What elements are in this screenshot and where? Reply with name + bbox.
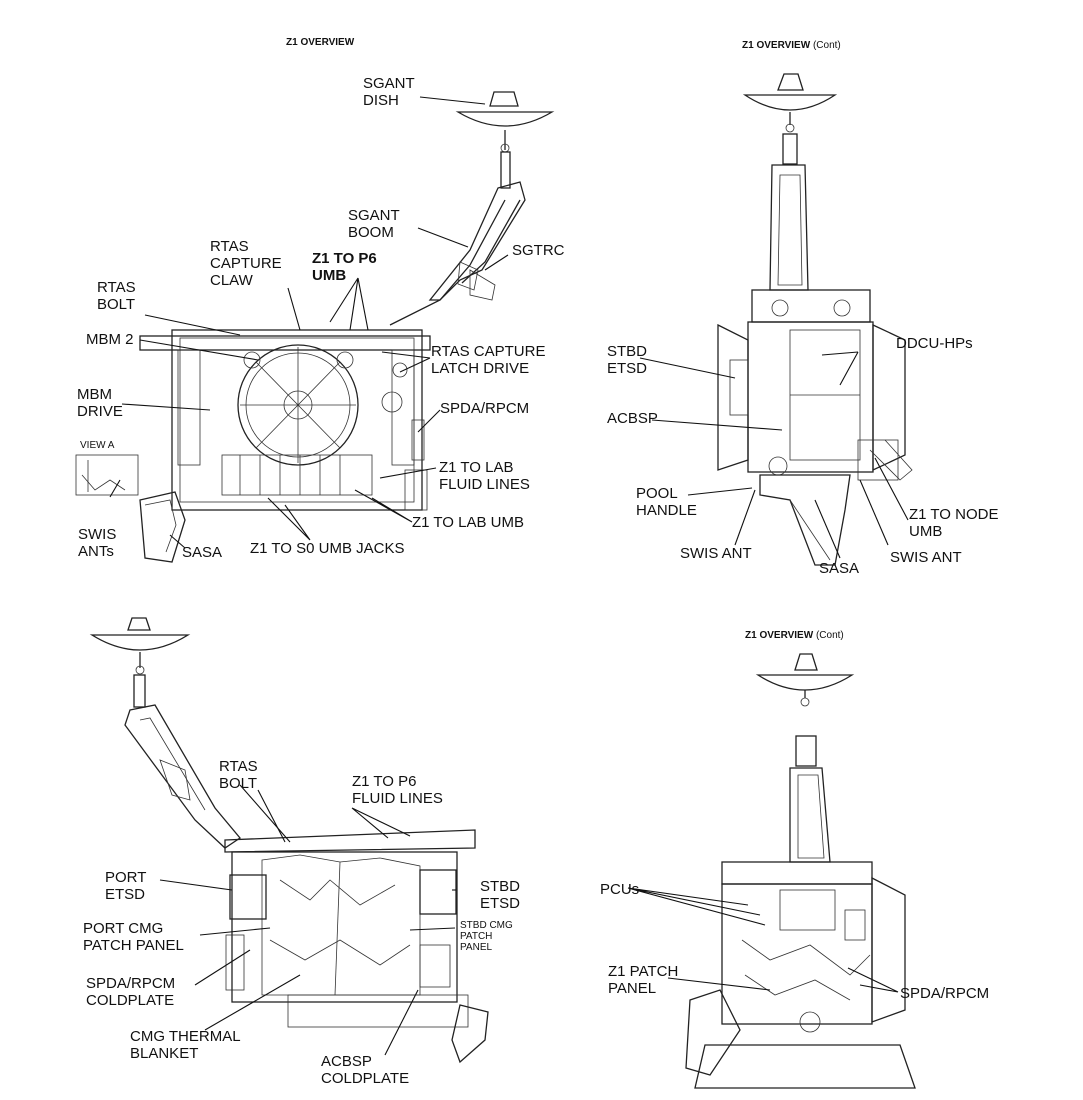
- label-rtas-bolt: RTAS BOLT: [97, 279, 136, 313]
- label-swis-ant-right: SWIS ANT: [890, 549, 962, 566]
- label-port-etsd: PORT ETSD: [105, 869, 147, 903]
- label-swis-ants: SWIS ANTs: [78, 526, 117, 560]
- br-title-cont: (Cont): [815, 630, 844, 641]
- label-stbd-etsd: STBD ETSD: [607, 343, 648, 377]
- label-z1-patch-panel: Z1 PATCH PANEL: [608, 963, 679, 997]
- tr-title-cont: (Cont): [812, 40, 841, 51]
- label-sasa: SASA: [182, 544, 223, 561]
- tr-panel-art: [639, 73, 913, 566]
- label-acbsp-coldplate: ACBSP COLDPLATE: [321, 1053, 410, 1087]
- label-acbsp: ACBSP: [607, 410, 658, 427]
- label-stbd-cmg-patch-panel: STBD CMG PATCH PANEL: [460, 920, 513, 953]
- label-port-cmg-patch-panel: PORT CMG PATCH PANEL: [83, 920, 184, 954]
- tl-panel-art: [75, 91, 555, 563]
- label-sgtrc: SGTRC: [512, 242, 565, 259]
- label-z1-to-lab-fluid-lines: Z1 TO LAB FLUID LINES: [439, 459, 530, 493]
- label-z1-to-s0-umb-jacks: Z1 TO S0 UMB JACKS: [250, 540, 405, 557]
- label-cmg-thermal-blanket: CMG THERMAL BLANKET: [130, 1028, 241, 1062]
- label-rtas-capture-claw: RTAS CAPTURE CLAW: [210, 238, 282, 289]
- label-pool-handle: POOL HANDLE: [636, 485, 697, 519]
- label-spda-rpcm: SPDA/RPCM: [440, 400, 530, 417]
- label-z1-to-p6-umb: Z1 TO P6 UMB: [312, 250, 377, 284]
- br-title-main: Z1 OVERVIEW: [745, 630, 814, 641]
- label-ddcu-hps: DDCU-HPs: [896, 335, 973, 352]
- br-panel-art: [627, 653, 916, 1089]
- label-z1-to-node-umb: Z1 TO NODE UMB: [909, 506, 999, 540]
- label-rtas-bolt-bl: RTAS BOLT: [219, 758, 258, 792]
- tr-title-main: Z1 OVERVIEW: [742, 40, 811, 51]
- label-pcus: PCUs: [600, 881, 640, 898]
- label-mbm-2: MBM 2: [86, 331, 134, 348]
- label-spda-rpcm-br: SPDA/RPCM: [900, 985, 990, 1002]
- bl-panel-art: [89, 617, 489, 1064]
- label-sgant-dish: SGANT DISH: [363, 75, 415, 109]
- label-z1-to-lab-umb: Z1 TO LAB UMB: [412, 514, 524, 531]
- label-stbd-etsd-bl: STBD ETSD: [480, 878, 521, 912]
- tl-panel-title: Z1 OVERVIEW: [286, 37, 355, 48]
- label-swis-ant-left: SWIS ANT: [680, 545, 752, 562]
- br-panel-title: Z1 OVERVIEW (Cont): [745, 630, 844, 641]
- label-mbm-drive: MBM DRIVE: [77, 386, 123, 420]
- tr-panel-title: Z1 OVERVIEW (Cont): [742, 40, 841, 51]
- label-rtas-capture-latch-drive: RTAS CAPTURE LATCH DRIVE: [431, 343, 546, 377]
- label-spda-rpcm-coldplate: SPDA/RPCM COLDPLATE: [86, 975, 176, 1009]
- label-sgant-boom: SGANT BOOM: [348, 207, 400, 241]
- label-view-a: VIEW A: [80, 440, 115, 451]
- label-z1-to-p6-fluid-lines: Z1 TO P6 FLUID LINES: [352, 773, 443, 807]
- label-sasa-tr: SASA: [819, 560, 860, 577]
